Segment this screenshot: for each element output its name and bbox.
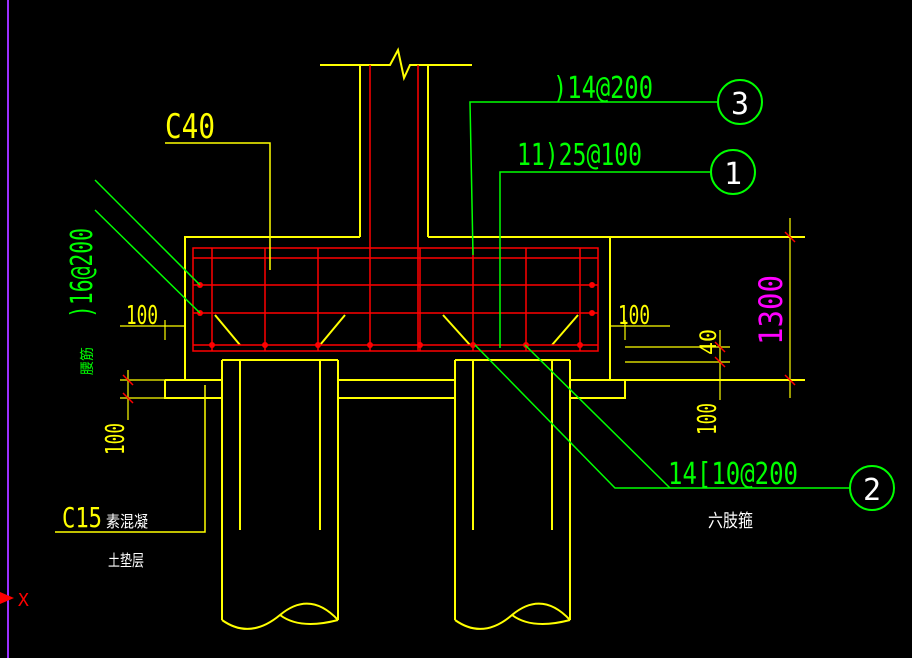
marker-2-label: 2 [863, 473, 881, 508]
dim-cushion-left: 100 [101, 423, 131, 455]
marker-1-group: 1 [710, 149, 756, 195]
dim-cushion-right: 100 [693, 403, 723, 435]
dim-right-offset: 100 [618, 301, 650, 331]
marker-3-circle [717, 79, 763, 125]
cushion-spec: C15 [62, 501, 102, 534]
hexa-note: 六肢箍 [708, 511, 753, 532]
soil-layer-label: 土垫层 [108, 551, 144, 570]
dim-cover: 40 [697, 329, 722, 355]
rebar-1-spec: 11)25@100 [517, 138, 642, 173]
side-rebar-note: 腰筋 [79, 347, 96, 375]
column [320, 47, 472, 237]
dimension-lines [120, 218, 791, 420]
axis-arrow-icon [0, 592, 14, 604]
cushion-layer [164, 379, 626, 399]
dim-cap-height: 1300 [752, 275, 790, 345]
marker-2-group: 2 [849, 465, 895, 511]
marker-1-circle [710, 149, 756, 195]
marker-1-label: 1 [724, 157, 742, 192]
dim-left-offset: 100 [126, 301, 158, 331]
dimension-ticks [122, 231, 796, 404]
marker-2-circle [849, 465, 895, 511]
side-rebar-spec: )16@200 [65, 228, 100, 318]
marker-3-label: 3 [731, 87, 749, 122]
pile-right [454, 359, 571, 630]
rebar-2-spec: 14[10@200 [668, 457, 798, 492]
cushion-note: 素混凝 [106, 512, 148, 531]
concrete-grade-label: C40 [165, 107, 215, 147]
pile-left [221, 359, 339, 630]
axis-x-label: X [18, 590, 29, 611]
cushion-leader [55, 385, 206, 533]
c40-leader [165, 142, 271, 270]
rebar-3-spec: )14@200 [553, 71, 653, 106]
rebar-cage [192, 65, 599, 352]
marker-3-group: 3 [717, 79, 763, 125]
rebar-dots [197, 282, 595, 348]
leader-lines [94, 101, 850, 489]
pile-chamfers [214, 314, 579, 346]
